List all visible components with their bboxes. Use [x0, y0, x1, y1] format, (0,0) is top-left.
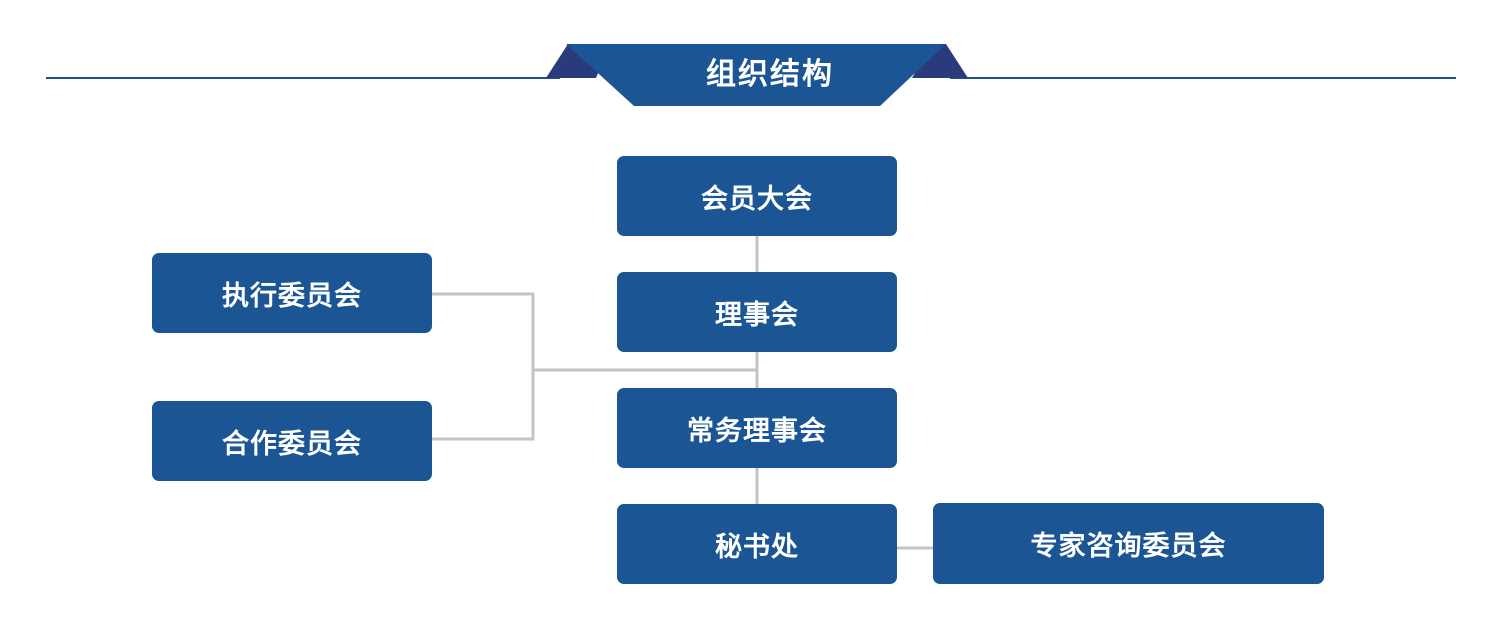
node-cooperation-committee: 合作委员会: [152, 401, 432, 481]
banner-accent-right: [912, 44, 968, 78]
connector-executive-branch: [432, 292, 535, 441]
node-secretariat: 秘书处: [617, 504, 897, 584]
node-executive-committee: 执行委员会: [152, 253, 432, 333]
node-general-assembly: 会员大会: [617, 156, 897, 236]
node-expert-advisory-committee: 专家咨询委员会: [933, 503, 1324, 584]
title-banner: [46, 44, 1456, 106]
banner-main: [566, 44, 946, 106]
page-title: 组织结构: [706, 57, 834, 92]
node-standing-council: 常务理事会: [617, 388, 897, 468]
node-council: 理事会: [617, 272, 897, 352]
